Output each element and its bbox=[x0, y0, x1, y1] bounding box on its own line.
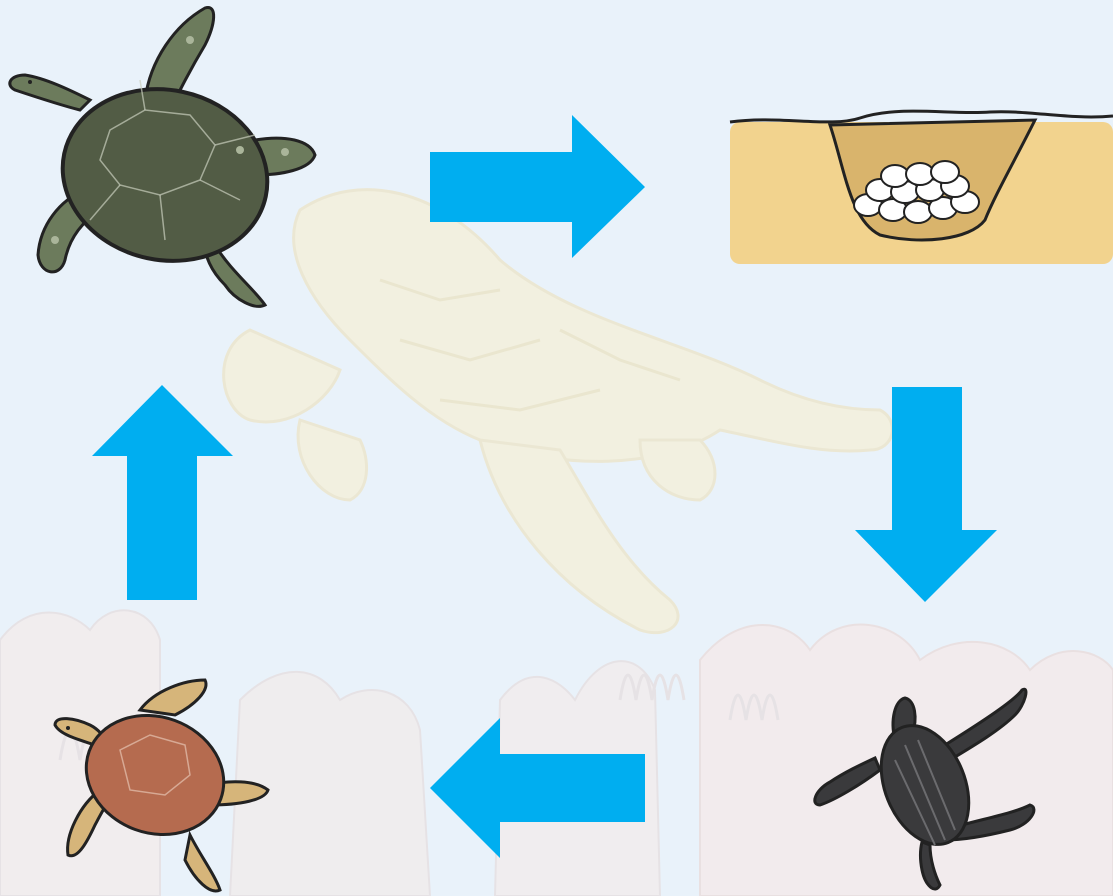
egg-nest-icon bbox=[730, 111, 1113, 264]
